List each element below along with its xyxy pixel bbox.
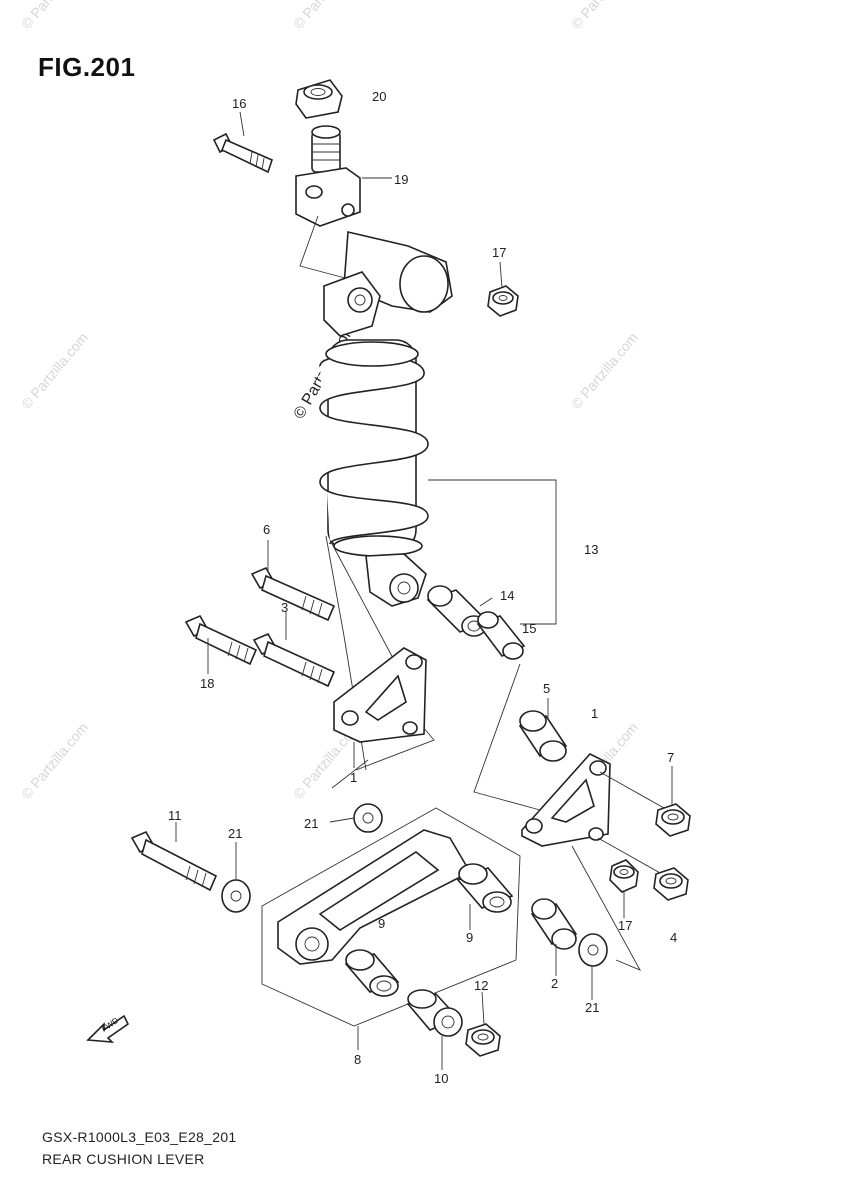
callout-19: 19	[394, 172, 408, 187]
part-17-nut-bottom[interactable]	[609, 859, 639, 893]
watermark-text: © Partzilla.com	[18, 719, 91, 802]
callout-10: 10	[434, 1071, 448, 1086]
part-10-spacer[interactable]	[406, 989, 463, 1037]
footer-model-code: GSX-R1000L3_E03_E28_201	[42, 1129, 237, 1145]
part-19-upper-bracket[interactable]	[295, 167, 361, 227]
part-13-rear-shock[interactable]	[319, 339, 429, 607]
leader-13	[428, 479, 557, 625]
callout-5: 5	[543, 681, 550, 696]
assembly-guide-line	[599, 771, 665, 809]
assembly-guide-line	[331, 759, 369, 789]
callout-8: 8	[354, 1052, 361, 1067]
watermark-text: © Partzilla.com	[290, 0, 363, 32]
watermark-text: © Partzilla.com	[568, 329, 641, 412]
watermark-text: © Partzilla.com	[18, 329, 91, 412]
part-1-cushion-rod-left[interactable]	[333, 647, 427, 743]
callout-4: 4	[670, 930, 677, 945]
part-17-nut-top[interactable]	[487, 285, 519, 317]
assembly-guide-line	[299, 215, 361, 283]
assembly-guide-line	[571, 845, 642, 971]
watermark-text: © Partzilla.com	[568, 0, 641, 32]
callout-15: 15	[522, 621, 536, 636]
callout-21: 21	[228, 826, 242, 841]
footer-part-name: REAR CUSHION LEVER	[42, 1151, 205, 1167]
callout-18: 18	[200, 676, 214, 691]
part-6-bolt[interactable]	[250, 566, 336, 622]
callout-20: 20	[372, 89, 386, 104]
leader-lines	[175, 111, 673, 1070]
callout-13: 13	[584, 542, 598, 557]
callout-1: 1	[350, 770, 357, 785]
callout-labels: 20 16 19 17 13 6 3 14 15 18 5 1 1 7 11 2…	[168, 89, 677, 1086]
part-15-collar[interactable]	[476, 611, 526, 660]
figure-title: FIG.201	[38, 52, 136, 82]
assembly-guide-line	[473, 663, 541, 811]
callout-1: 1	[591, 706, 598, 721]
part-13-shock-upper-eye	[323, 231, 453, 337]
callout-6: 6	[263, 522, 270, 537]
part-18-bolt[interactable]	[184, 614, 258, 666]
callout-21: 21	[304, 816, 318, 831]
lever-assembly-outline	[261, 807, 521, 1027]
part-16-bolt[interactable]	[212, 132, 273, 174]
part-8-cushion-lever[interactable]	[277, 829, 472, 965]
forward-direction-arrow: FWD	[86, 1014, 130, 1043]
callout-17: 17	[618, 918, 632, 933]
part-19-bushing-stem	[311, 125, 341, 173]
part-4-nut[interactable]	[653, 867, 689, 901]
callout-16: 16	[232, 96, 246, 111]
part-21-washer-left[interactable]	[221, 879, 251, 913]
callout-11: 11	[168, 808, 182, 823]
part-5-spacer[interactable]	[518, 710, 568, 762]
callout-9: 9	[466, 930, 473, 945]
callout-21: 21	[585, 1000, 599, 1015]
callout-14: 14	[500, 588, 514, 603]
part-12-nut[interactable]	[465, 1023, 501, 1057]
part-21-washer-top[interactable]	[353, 803, 383, 833]
callout-12: 12	[474, 978, 488, 993]
callout-2: 2	[551, 976, 558, 991]
part-14-bearing[interactable]	[426, 585, 490, 637]
callout-7: 7	[667, 750, 674, 765]
part-20-nut[interactable]	[295, 79, 343, 119]
part-3-bolt[interactable]	[252, 632, 336, 688]
assembly-guide-line	[597, 837, 663, 875]
callout-9: 9	[378, 916, 385, 931]
part-9-bearing-upper[interactable]	[456, 863, 514, 913]
part-1-cushion-rod-right[interactable]	[521, 753, 611, 847]
part-2-spacer[interactable]	[530, 898, 578, 950]
part-11-bolt[interactable]	[130, 830, 218, 892]
part-9-bearing-lower[interactable]	[344, 949, 400, 997]
part-21-washer-right[interactable]	[578, 933, 608, 967]
callout-3: 3	[281, 600, 288, 615]
watermark-text: © Partzilla.com	[18, 0, 91, 32]
callout-17: 17	[492, 245, 506, 260]
part-7-nut[interactable]	[655, 803, 691, 837]
